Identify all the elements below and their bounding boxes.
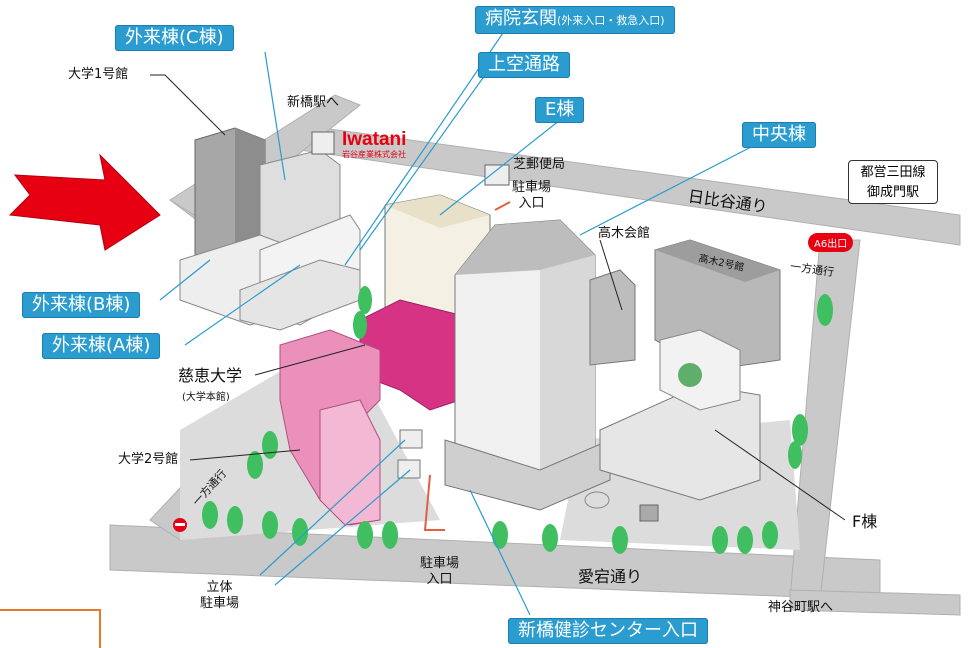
parking-structure-2 bbox=[397, 459, 421, 479]
iwatani-sub: 岩谷産業株式会社 bbox=[342, 150, 406, 159]
tree-icon bbox=[227, 506, 243, 534]
leader-takagi-hall bbox=[599, 239, 623, 311]
e-wing-roof bbox=[385, 195, 490, 228]
leader-e bbox=[439, 119, 561, 216]
round-feature bbox=[584, 491, 610, 509]
tree-icon bbox=[712, 526, 728, 554]
parking-arrow-bottom bbox=[423, 474, 445, 531]
label-f-wing: F棟 bbox=[852, 512, 878, 531]
leader-f bbox=[714, 429, 846, 521]
leader-jikei bbox=[254, 344, 366, 376]
bottom-right-road bbox=[789, 589, 961, 616]
entrance-main-subtext: (外来入口・救急入口) bbox=[557, 14, 665, 27]
black-leaders bbox=[150, 74, 846, 521]
tree-icon bbox=[358, 286, 372, 314]
label-skywalk: 上空通路 bbox=[478, 52, 570, 78]
courtyard-green bbox=[678, 363, 702, 387]
label-jikei-univ: 慈恵大学 bbox=[178, 366, 243, 385]
tree-icon bbox=[357, 521, 373, 549]
central-tower-side bbox=[540, 230, 595, 505]
tree-icon bbox=[262, 511, 278, 539]
tree-icon bbox=[247, 451, 263, 479]
bottom-kiosk bbox=[639, 504, 659, 522]
outpatient-complex bbox=[179, 127, 361, 331]
leader-bldg2 bbox=[189, 449, 301, 461]
small-bldg-top bbox=[311, 131, 335, 155]
toei-station-box: 都営三田線 御成門駅 bbox=[848, 160, 938, 204]
exit-a6-badge: A6出口 bbox=[808, 233, 854, 252]
leader-a bbox=[184, 264, 301, 346]
label-e-wing: E棟 bbox=[535, 97, 585, 123]
tree-icon bbox=[292, 518, 308, 546]
leader-skywalk bbox=[359, 74, 486, 251]
label-kamiyacho-station: 神谷町駅へ bbox=[768, 600, 834, 615]
iwatani-logo: Iwatani 岩谷産業株式会社 bbox=[342, 129, 407, 160]
tree-icon bbox=[792, 414, 808, 446]
tree-icon bbox=[762, 521, 778, 549]
tree-icon bbox=[542, 524, 558, 552]
leader-central bbox=[579, 144, 756, 236]
trees bbox=[202, 286, 833, 554]
entrance-main-text: 病院玄関 bbox=[485, 8, 557, 29]
label-shinbashi-station: 新橋駅へ bbox=[287, 95, 340, 110]
pink-building-front bbox=[319, 399, 381, 526]
tree-icon bbox=[492, 521, 508, 549]
tree-icon bbox=[202, 501, 218, 529]
label-shiba-post: 芝郵便局 bbox=[513, 157, 566, 172]
leader-b bbox=[159, 259, 211, 301]
label-tachitai-parking: 立体 駐車場 bbox=[200, 580, 240, 611]
label-entrance-main: 病院玄関(外来入口・救急入口) bbox=[475, 6, 675, 34]
leader-bldg1 bbox=[150, 74, 226, 136]
label-parking-entrance-bottom: 駐車場 入口 bbox=[420, 556, 460, 587]
leader-c bbox=[264, 51, 286, 181]
leader-parking-2 bbox=[274, 469, 411, 586]
red-arrow-icon bbox=[8, 153, 161, 251]
bldg1-tower-face bbox=[235, 128, 265, 270]
orange-frame bbox=[0, 609, 101, 648]
label-univ-bldg1: 大学1号館 bbox=[68, 67, 129, 82]
takagi-hall bbox=[589, 269, 636, 366]
leader-checkup bbox=[469, 489, 531, 616]
label-jikei-univ-sub: (大学本館) bbox=[182, 392, 230, 403]
label-takagi-hall: 高木会館 bbox=[598, 226, 651, 241]
parking-structure-1 bbox=[399, 429, 423, 449]
leader-parking-1 bbox=[259, 439, 406, 576]
iwatani-brand: Iwatani bbox=[342, 129, 407, 150]
label-univ-bldg2: 大学2号館 bbox=[118, 452, 179, 467]
takagi-bldg2-roof bbox=[655, 240, 780, 282]
label-outpatient-c: 外来棟(C棟) bbox=[115, 25, 234, 51]
tree-icon bbox=[382, 521, 398, 549]
post-office bbox=[484, 164, 510, 186]
label-parking-entrance-top: 駐車場 入口 bbox=[512, 180, 552, 211]
tree-icon bbox=[353, 311, 367, 339]
tree-icon bbox=[737, 526, 753, 554]
label-outpatient-a: 外来棟(A棟) bbox=[42, 333, 161, 359]
tree-icon bbox=[612, 526, 628, 554]
label-outpatient-b: 外来棟(B棟) bbox=[22, 292, 141, 318]
label-atago-dori: 愛宕通り bbox=[578, 567, 643, 586]
tree-icon bbox=[788, 441, 802, 469]
label-checkup-center: 新橋健診センター入口 bbox=[508, 618, 708, 644]
parking-arrow-top bbox=[494, 201, 511, 211]
tree-icon bbox=[817, 294, 833, 326]
tree-icon bbox=[262, 431, 278, 459]
label-central-wing: 中央棟 bbox=[742, 122, 816, 148]
central-tower-roof bbox=[455, 220, 595, 275]
central-base bbox=[444, 439, 611, 511]
